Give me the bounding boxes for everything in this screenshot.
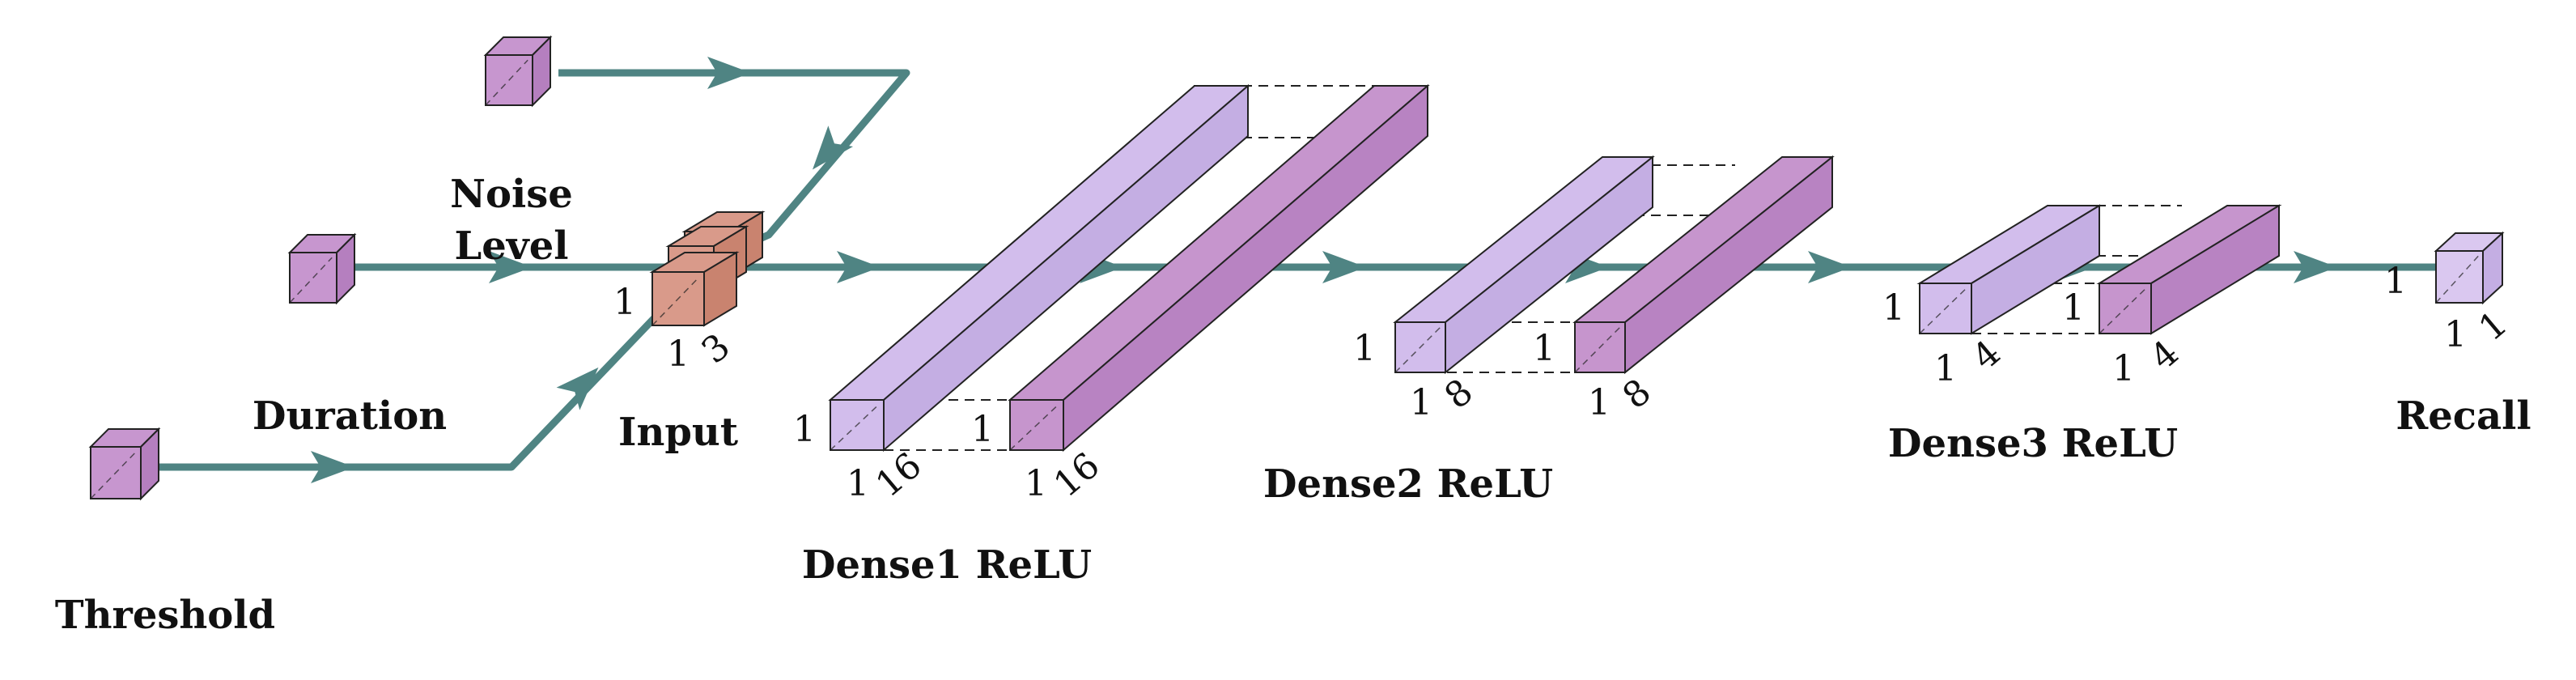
noise-level-arrow-head-2 <box>813 125 854 170</box>
noise-level-arrow-head-1 <box>707 57 751 89</box>
threshold-cube <box>88 427 161 501</box>
threshold-label: Threshold <box>55 593 275 638</box>
middle-feature-cube <box>287 232 357 305</box>
noise-level-cube <box>483 35 553 108</box>
duration-arrow-head-1 <box>311 451 354 483</box>
output-dim-w: 1 <box>2444 314 2467 355</box>
cube-layers <box>88 35 2505 501</box>
dense1-label: Dense1 ReLU <box>802 542 1092 588</box>
connection-arrows <box>154 57 2436 483</box>
duration-label: Duration <box>253 393 447 439</box>
dense2-a-dim-d: 8 <box>1437 371 1481 417</box>
input-block-dim-w: 1 <box>667 334 690 375</box>
dense1-b-dim-h: 1 <box>971 409 994 450</box>
middle-feature-arrow-head <box>489 251 533 283</box>
dense3-box-b <box>2096 204 2282 335</box>
dense1-b-dim-d: 16 <box>1046 444 1108 505</box>
dense3-box-a <box>1916 204 2103 335</box>
dense2-label: Dense2 ReLU <box>1263 461 1553 507</box>
output-dim-d: 1 <box>2472 303 2515 349</box>
dense3-label: Dense3 ReLU <box>1888 421 2178 466</box>
main-flow-arrow-head-5 <box>1808 251 1852 283</box>
dense2-box-b <box>1572 155 1835 375</box>
dense2-box-a <box>1393 155 1655 375</box>
dense3-a-dim-w: 1 <box>1934 348 1957 389</box>
dense2-a-dim-w: 1 <box>1410 382 1432 423</box>
dense3-b-dim-w: 1 <box>2112 348 2135 389</box>
duration-arrow <box>154 288 683 471</box>
noise-level-label-line1: Noise <box>450 172 573 217</box>
duration-arrow-head-2 <box>556 367 599 410</box>
dense2-b-dim-h: 1 <box>1533 328 1555 369</box>
main-flow-arrow-head-1 <box>837 251 881 283</box>
output-dim-h: 1 <box>2384 261 2407 302</box>
recall-output-cube <box>2434 231 2505 305</box>
noise-level-label-line2: Level <box>455 223 569 269</box>
input-block-dim-h: 1 <box>613 282 636 323</box>
dense1-a-dim-d: 16 <box>868 444 930 505</box>
input-block <box>649 251 740 327</box>
dense2-b-dim-d: 8 <box>1615 371 1659 417</box>
dense3-b-dim-d: 4 <box>2143 332 2187 378</box>
main-flow-arrow-head-7 <box>2294 251 2337 283</box>
labels-layer: Noise Level Duration Threshold Input 1 1… <box>55 172 2531 638</box>
input-block-dim-d: 3 <box>694 325 738 372</box>
dense3-a-dim-h: 1 <box>1882 287 1905 329</box>
dense1-box-a <box>828 83 1250 453</box>
dense2-b-dim-w: 1 <box>1588 382 1611 423</box>
dense1-box-b <box>1008 83 1430 453</box>
dense1-a-dim-h: 1 <box>793 409 816 450</box>
dense3-b-dim-h: 1 <box>2062 287 2085 329</box>
dense3-a-dim-d: 4 <box>1965 332 2009 378</box>
main-flow-arrow-head-3 <box>1322 251 1366 283</box>
dense1-b-dim-w: 1 <box>1025 463 1047 504</box>
dense2-a-dim-h: 1 <box>1353 328 1376 369</box>
recall-label: Recall <box>2396 393 2531 439</box>
dense1-a-dim-w: 1 <box>847 463 869 504</box>
input-block-label: Input <box>618 410 738 455</box>
